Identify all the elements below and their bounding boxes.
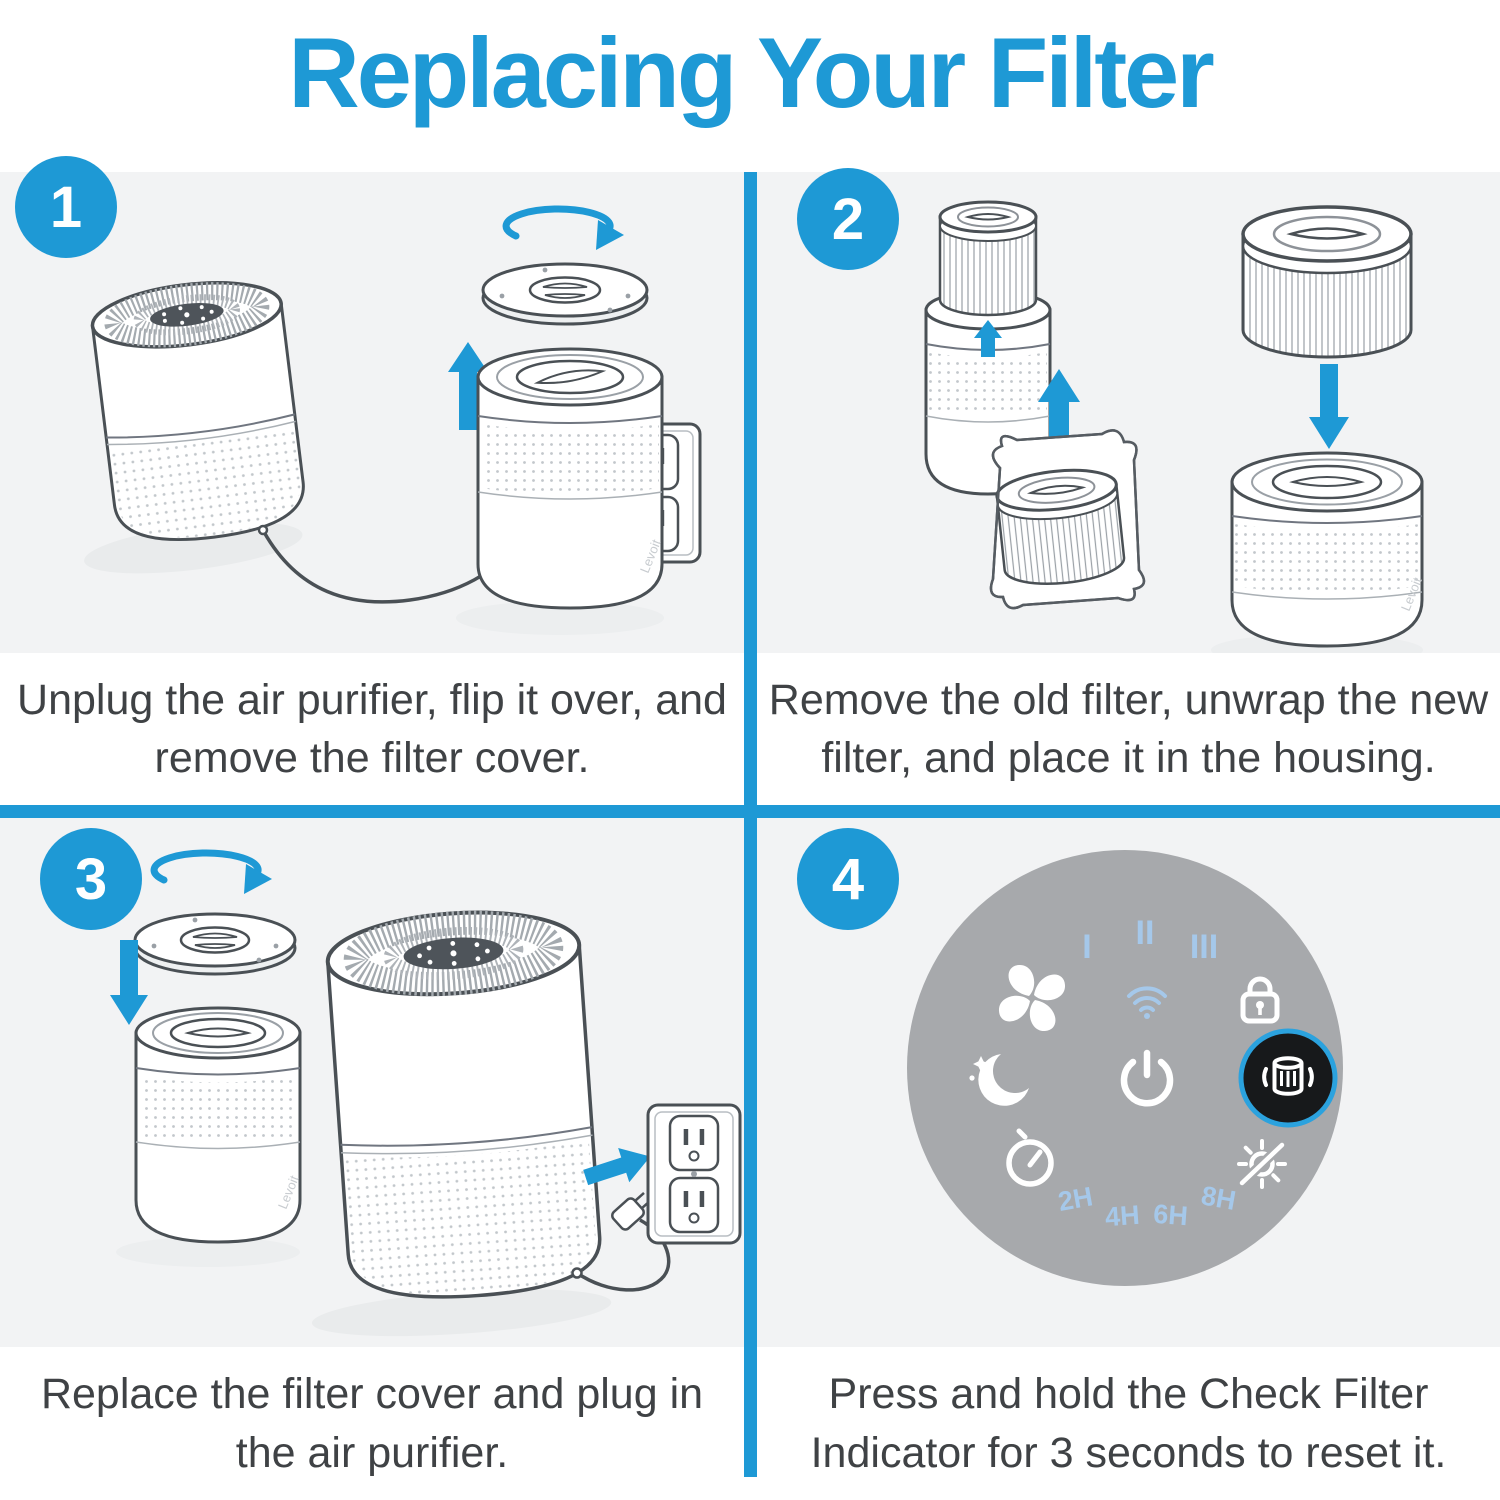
timer-2h-label: 2H (1056, 1181, 1095, 1217)
step-4-badge: 4 (797, 828, 899, 930)
timer-6h-label: 6H (1152, 1199, 1189, 1231)
step-1-caption: Unplug the air purifier, flip it over, a… (0, 653, 744, 805)
check-filter-icon (1262, 1056, 1314, 1096)
lift-arrow-icon (448, 342, 488, 430)
step-2-caption: Remove the old filter, unwrap the new fi… (757, 653, 1500, 805)
step-1-illustration: Levoit 1 (0, 156, 744, 653)
filter-housing: Levoit (1211, 451, 1425, 653)
step-3-badge: 3 (40, 828, 142, 930)
power-plug (611, 1191, 652, 1231)
place-cover-arrow-icon (110, 940, 148, 1025)
control-panel-illustration: I II III (907, 850, 1343, 1286)
timer-icon (1006, 1128, 1054, 1187)
air-purifier-upright (311, 910, 612, 1337)
display-light-icon (1237, 1139, 1287, 1189)
fan-speed-3-label: III (1190, 928, 1218, 966)
wrapped-new-filter (989, 429, 1146, 610)
step-3-illustration: Levoit (0, 818, 744, 1347)
step-1-section: Levoit 1 Unplug the air purifier, flip i… (0, 156, 744, 805)
wall-outlet (646, 1103, 742, 1245)
replace-filter-illustration: Levoit (924, 200, 1425, 653)
replace-cover-illustration: Levoit (110, 849, 742, 1337)
sleep-mode-icon (969, 1054, 1029, 1106)
step-1-badge: 1 (15, 156, 117, 258)
fan-speed-1-label: I (1082, 928, 1091, 966)
control-dots (162, 305, 214, 325)
step-3-caption: Replace the filter cover and plug in the… (0, 1347, 744, 1500)
insert-arrow-icon (1309, 364, 1349, 449)
old-filter (938, 200, 1038, 317)
new-filter (1241, 205, 1413, 359)
lock-icon (1240, 976, 1280, 1024)
step-2-badge: 2 (797, 168, 899, 270)
wifi-icon (1127, 986, 1167, 1019)
timer-4h-label: 4H (1104, 1200, 1141, 1232)
step-4-section: I II III (757, 818, 1500, 1500)
filter-cover (481, 262, 649, 326)
page-title: Replacing Your Filter (288, 17, 1215, 128)
filter-cover (133, 912, 297, 976)
timer-8h-label: 8H (1199, 1180, 1238, 1216)
check-filter-button (1238, 1028, 1338, 1128)
rotate-arrow-icon (150, 849, 272, 894)
fan-speed-2-label: II (1136, 914, 1155, 952)
air-purifier-flipped: Levoit (116, 1006, 302, 1267)
step-3-section: Levoit (0, 818, 744, 1500)
unplug-purifier-illustration: Levoit (84, 205, 702, 635)
plug-in-arrow-icon (583, 1148, 651, 1186)
step-2-section: Levoit 2 Remove the old filter, unwrap t… (757, 168, 1500, 805)
step-2-illustration: Levoit 2 (757, 168, 1500, 653)
air-purifier-flipped: Levoit (456, 347, 664, 635)
air-purifier-upright (84, 281, 305, 574)
unwrap-arrow-icon (1038, 369, 1080, 462)
step-4-caption: Press and hold the Check Filter Indicato… (757, 1347, 1500, 1500)
vertical-divider (744, 172, 757, 1477)
control-dots (417, 941, 490, 966)
lift-arrow-icon (974, 320, 1002, 357)
old-filter-removal (924, 200, 1052, 496)
rotate-arrow-icon (502, 205, 624, 250)
fan-icon (998, 964, 1066, 1032)
power-icon (1120, 1049, 1174, 1107)
step-4-illustration: I II III (757, 818, 1500, 1347)
